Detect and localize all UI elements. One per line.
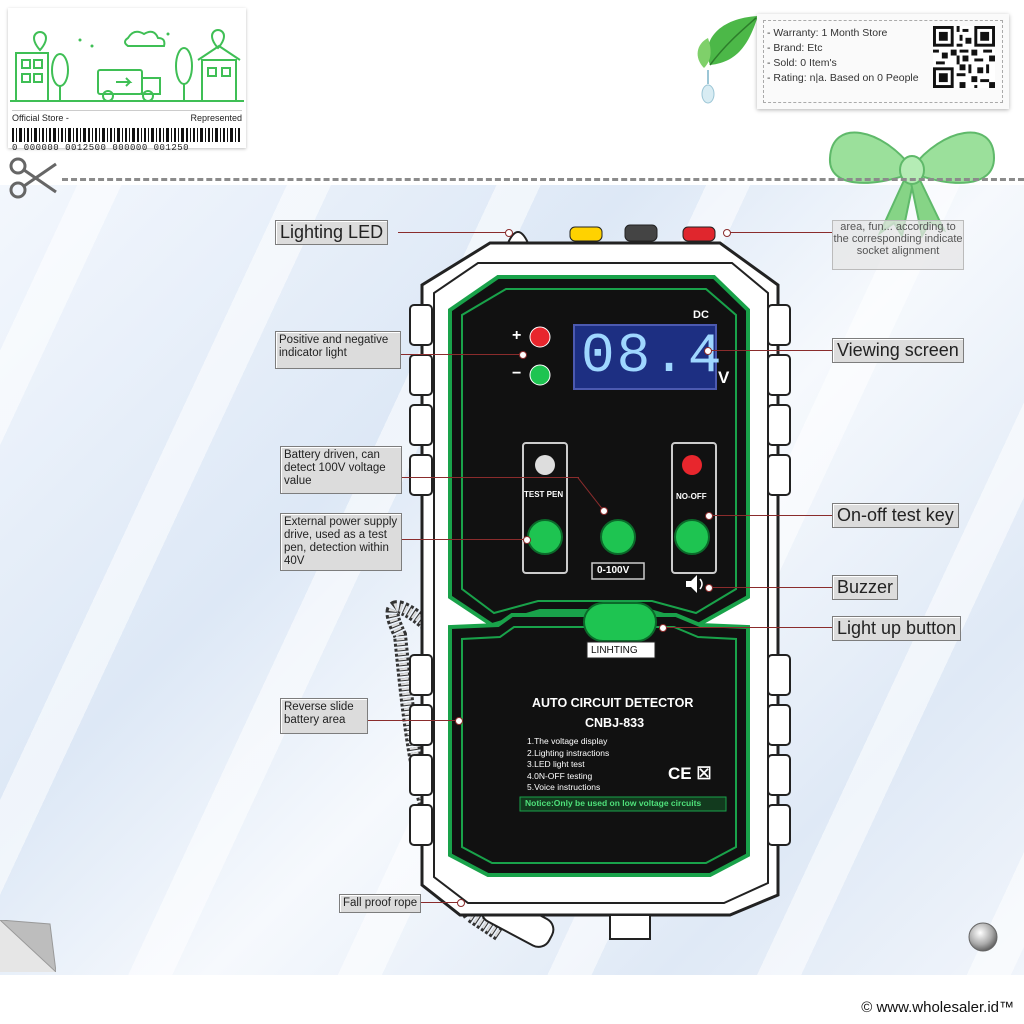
range-label: 0-100V (597, 565, 630, 576)
polarity-minus: − (512, 365, 522, 382)
copyright-text: © www.wholesaler.id™ (861, 999, 1014, 1016)
page-curl-icon (0, 920, 56, 972)
callout-fall-proof: Fall proof rope (339, 894, 422, 913)
metal-knob-icon (968, 922, 998, 952)
leader-line (418, 902, 460, 903)
feature-item: 2.Lighting instractions (527, 747, 610, 758)
callout-battery-driven: Battery driven, can detect 100V voltage … (280, 446, 402, 494)
callout-reverse-slide: Reverse slide battery area (280, 698, 368, 734)
callout-light-up-button: Light up button (832, 616, 962, 641)
callout-polarity-light: Positive and negative indicator light (275, 331, 401, 369)
qr-code-icon (933, 26, 995, 88)
leader-dot (704, 347, 712, 355)
feature-list: 1.The voltage display 2.Lighting instrac… (527, 736, 609, 794)
scissors-icon (9, 157, 57, 199)
leader-line (728, 232, 832, 233)
leader-line (399, 477, 579, 478)
store-right-label: Represented (190, 113, 242, 123)
lighting-label: LINHTING (591, 645, 638, 656)
leader-line (708, 350, 832, 351)
sold-text: - Sold: 0 Item's (767, 57, 837, 69)
callout-viewing-screen: Viewing screen (832, 338, 964, 363)
leader-line (398, 232, 508, 233)
callout-lighting-led: Lighting LED (275, 220, 389, 245)
leader-line (710, 587, 832, 588)
leader-line (664, 627, 832, 628)
warranty-text: - Warranty: 1 Month Store (767, 27, 888, 39)
leader-dot (519, 351, 527, 359)
store-card: Official Store - Represented (8, 8, 246, 153)
leader-dot (705, 584, 713, 592)
leader-line (710, 515, 832, 516)
leader-dot (705, 512, 713, 520)
test-pen-label: TEST PEN (524, 490, 564, 499)
brand-text: - Brand: Etc (767, 42, 823, 54)
callout-external-power: External power supply drive, used as a t… (280, 513, 402, 571)
polarity-plus: + (512, 327, 522, 344)
leader-dot (600, 507, 608, 515)
store-label-row: Official Store - Represented (12, 110, 242, 123)
feature-item: 4.0N-OFF testing (527, 770, 593, 781)
barcode (12, 128, 240, 142)
feature-item: 3.LED light test (527, 759, 585, 769)
device-model: CNBJ-833 (585, 716, 645, 730)
feature-item: 5.Voice instructions (527, 782, 601, 792)
store-illustration (10, 29, 244, 102)
info-card-border (763, 20, 1003, 103)
leader-dot (505, 229, 513, 237)
faded-note: area, fun... according to the correspond… (832, 220, 964, 270)
leader-dot (457, 899, 465, 907)
ce-mark: CE ☒ (668, 764, 712, 783)
rating-text: - Rating: n|a. Based on 0 People (767, 72, 919, 84)
cut-line (62, 178, 1024, 181)
leader-line (366, 720, 458, 721)
device-title: AUTO CIRCUIT DETECTOR (532, 696, 694, 710)
callout-onoff-key: On-off test key (832, 503, 959, 528)
leader-dot (455, 717, 463, 725)
leader-dot (723, 229, 731, 237)
info-list: - Warranty: 1 Month Store - Brand: Etc -… (767, 26, 919, 86)
barcode-number: 0 000000 0012500 000000 001250 (12, 143, 190, 153)
leaf-icon (697, 16, 758, 104)
dc-label: DC (693, 309, 709, 321)
leader-line (399, 539, 525, 540)
no-off-label: NO-OFF (676, 492, 707, 501)
notice-text: Notice:Only be used on low voltage circu… (525, 798, 702, 808)
callout-buzzer: Buzzer (832, 575, 899, 600)
leader-dot (523, 536, 531, 544)
feature-item: 1.The voltage display (527, 736, 608, 746)
lcd-display: 08.4 (573, 324, 721, 390)
lcd-value: 08.4 (581, 324, 724, 388)
leader-line (399, 354, 521, 355)
unit-label: V (718, 368, 730, 387)
leader-dot (659, 624, 667, 632)
store-left-label: Official Store - (12, 113, 69, 123)
